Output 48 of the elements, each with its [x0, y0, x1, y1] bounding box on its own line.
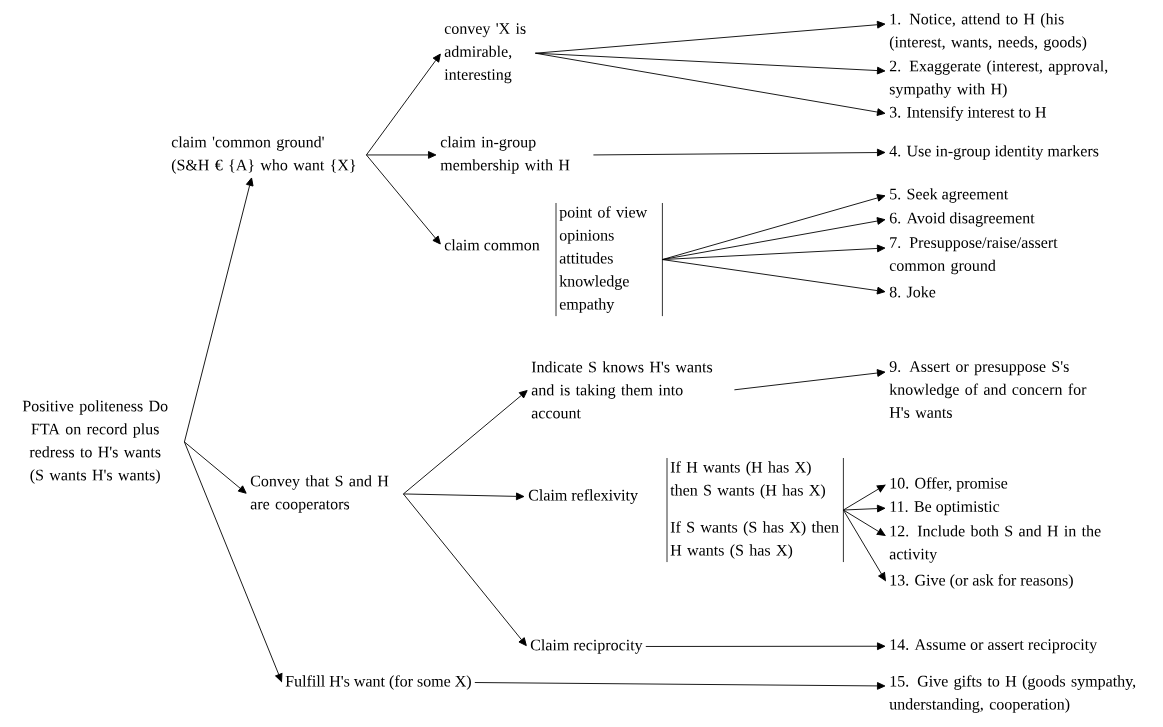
- arrow: [183, 177, 254, 443]
- strategy-label: 12. Include both S and H in the activity: [889, 525, 1101, 563]
- branch-label: claim common: [444, 239, 540, 251]
- strategy-label: 10. Offer, promise: [890, 477, 1008, 492]
- branch-label: Claim reciprocity: [530, 639, 643, 654]
- arrow: [661, 194, 886, 260]
- strategy-label: 11. Be optimistic: [890, 501, 1000, 516]
- arrow: [842, 504, 886, 513]
- arrow: [365, 151, 437, 159]
- strategy-label: 5. Seek agreement: [890, 188, 1009, 203]
- branch-label: Indicate S knows H's wants and is taking them into account: [531, 361, 713, 419]
- arrow: [661, 259, 886, 295]
- arrow: [183, 441, 247, 494]
- branch-label: claim 'common ground' (S&H € {A} who want {X}: [171, 136, 356, 174]
- arrow: [842, 509, 886, 536]
- strategy-label: 3. Intensify interest to H: [889, 106, 1047, 121]
- strategy-label: 15. Give gifts to H (goods sympathy, understanding, cooperation): [889, 675, 1136, 713]
- arrow: [534, 52, 886, 116]
- root-label: Positive politeness Do FTA on record plus redress to H's wants (S wants H's wants): [22, 400, 168, 484]
- branch-label: claim in-group membership with H: [440, 136, 570, 174]
- arrow: [365, 53, 441, 156]
- branch-label: Fulfill H's want (for some X): [285, 675, 471, 690]
- arrow: [365, 154, 441, 245]
- branch-label: Claim reflexivity: [528, 489, 638, 504]
- strategy-label: 2. Exaggerate (interest, approval, sympathy with H): [889, 60, 1108, 98]
- arrow: [534, 20, 886, 54]
- strategy-label: 8. Joke: [889, 286, 936, 298]
- bracket-list: point of view opinions attitudes knowledge empathy: [555, 202, 663, 317]
- arrow: [842, 509, 886, 582]
- arrow: [402, 492, 525, 501]
- branch-label: convey 'X is admirable, interesting: [444, 23, 526, 84]
- strategy-label: 14. Assume or assert reciprocity: [890, 639, 1098, 654]
- strategy-label: 7. Presuppose/raise/assert common ground: [889, 237, 1058, 275]
- arrow: [842, 484, 886, 511]
- branch-label: Convey that S and H are cooperators: [250, 475, 389, 513]
- strategy-label: 6. Avoid disagreement: [889, 212, 1035, 227]
- arrow: [402, 493, 527, 647]
- strategy-label: 4. Use in-group identity markers: [889, 145, 1099, 160]
- strategy-label: 13. Give (or ask for reasons): [890, 574, 1073, 589]
- bracket-list: If H wants (H has X) then S wants (H has X) If S wants (S has X) then H wants (S has X): [666, 457, 844, 563]
- strategy-label: 9. Assert or presuppose S's knowledge of and concern for H's wants: [889, 361, 1087, 418]
- arrow: [645, 642, 886, 651]
- arrow: [474, 682, 886, 690]
- strategy-label: 1. Notice, attend to H (his (interest, wants, needs, goods): [889, 13, 1087, 51]
- arrow: [592, 148, 886, 157]
- arrow: [183, 441, 283, 682]
- arrow: [733, 369, 886, 391]
- arrow: [402, 390, 528, 495]
